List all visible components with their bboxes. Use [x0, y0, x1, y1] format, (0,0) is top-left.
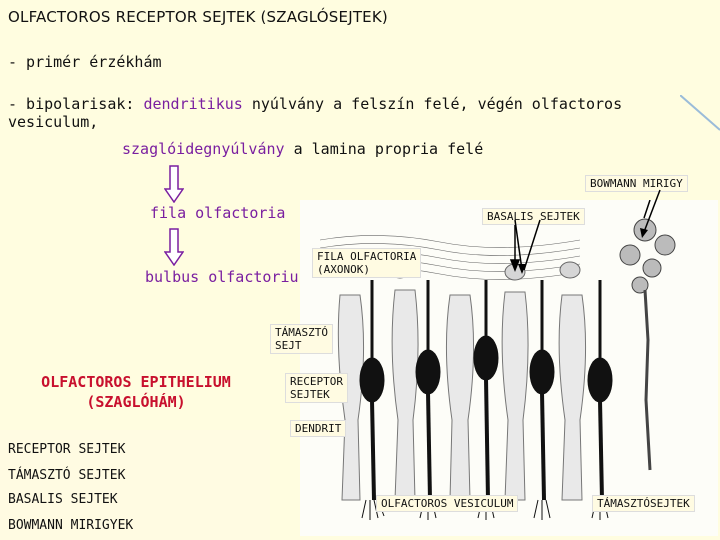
receptor-line2: SEJTEK [290, 388, 330, 401]
bipolarisak-prefix: - bipolarisak: [8, 95, 144, 113]
olfactoros-vesiculum-label: OLFACTOROS VESICULUM [376, 495, 519, 512]
bullet-continuation: szaglóidegnyúlvány a lamina propria felé [122, 140, 483, 158]
fila-olfactoria-label: fila olfactoria [150, 204, 286, 222]
corner-decoration [680, 95, 720, 131]
bowmann-mirigy-label: BOWMANN MIRIGY [585, 175, 688, 192]
tamasztosejtek-label: TÁMASZTÓSEJTEK [592, 495, 695, 512]
pointer-arrow-icon [640, 189, 661, 238]
bulbus-olfactorius-label: bulbus olfactorius [145, 268, 308, 286]
tamaszto-line2: SEJT [275, 339, 302, 352]
fila-olfactoria-axonok-label: FILA OLFACTORIA (AXONOK) [312, 248, 422, 278]
list-item: TÁMASZTÓ SEJTEK [8, 468, 126, 483]
fila-line1: FILA OLFACTORIA [317, 250, 417, 263]
down-arrow-icon [164, 228, 184, 266]
heading-line2: (SZAGLÓHÁM) [86, 393, 186, 411]
dendritikus-term: dendritikus [143, 95, 243, 113]
fila-line2: (AXONOK) [317, 263, 370, 276]
down-arrow-icon [164, 165, 184, 203]
receptor-sejtek-label: RECEPTOR SEJTEK [285, 373, 348, 403]
pointer-arrow-icon [514, 219, 541, 274]
bipolarisak-suffix: nyúlvány a felszín felé, végén olfactoro… [8, 95, 623, 131]
basalis-sejtek-label: BASALIS SEJTEK [482, 208, 585, 225]
szagloideg-term: szaglóidegnyúlvány [122, 140, 285, 158]
tamaszto-sejt-label: TÁMASZTÓ SEJT [270, 324, 333, 354]
list-item: BASALIS SEJTEK [8, 492, 118, 507]
bullet-primer: - primér érzékhám [8, 53, 162, 71]
list-item: BOWMANN MIRIGYEK [8, 518, 134, 533]
list-item: RECEPTOR SEJTEK [8, 442, 126, 457]
heading-line1: OLFACTOROS EPITHELIUM [41, 373, 231, 391]
receptor-line1: RECEPTOR [290, 375, 343, 388]
cell-type-list: RECEPTOR SEJTEK TÁMASZTÓ SEJTEK BASALIS … [0, 430, 270, 540]
continuation-suffix: a lamina propria felé [284, 140, 484, 158]
dendrit-label: DENDRIT [290, 420, 347, 437]
page-title: OLFACTOROS RECEPTOR SEJTEK (SZAGLÓSEJTEK… [8, 8, 388, 26]
epithelium-heading: OLFACTOROS EPITHELIUM (SZAGLÓHÁM) [5, 372, 267, 412]
tamaszto-line1: TÁMASZTÓ [275, 326, 328, 339]
bullet-bipolarisak: - bipolarisak: dendritikus nyúlvány a fe… [8, 95, 720, 131]
